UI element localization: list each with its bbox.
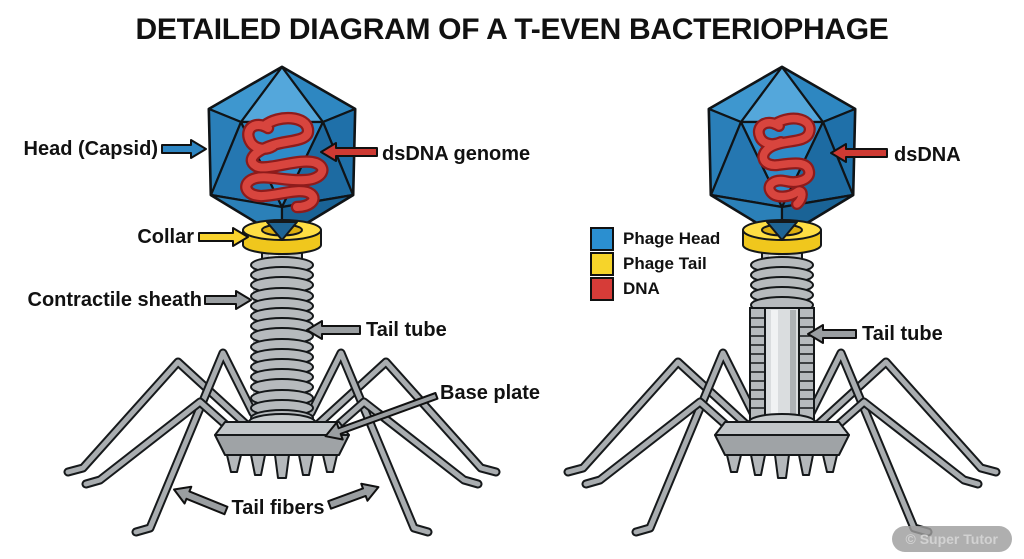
legend-label: Phage Tail bbox=[623, 254, 707, 273]
legend-item-phage-tail: Phage Tail bbox=[590, 252, 720, 276]
tail-tube-arrow-icon-left bbox=[306, 320, 361, 340]
dna-swatch bbox=[590, 277, 614, 301]
label-contractile-sheath: Contractile sheath bbox=[27, 289, 202, 311]
tail-fibers-arrow-icon-right bbox=[327, 482, 380, 510]
collar-arrow-icon bbox=[198, 227, 249, 247]
phage-head-swatch bbox=[590, 227, 614, 251]
label-head-capsid: Head (Capsid) bbox=[23, 138, 158, 160]
dsdna-arrow-icon-right bbox=[830, 143, 888, 163]
right-phage-illustration bbox=[563, 65, 1001, 537]
base-plate-arrow-icon bbox=[324, 392, 439, 441]
tail-fibers-arrow-icon-left bbox=[173, 485, 229, 516]
contractile-sheath-shape bbox=[250, 256, 314, 427]
tail-tube-cutaway-shape bbox=[749, 256, 815, 425]
label-dsdna-genome: dsDNA genome bbox=[382, 143, 531, 165]
label-tail-tube-left: Tail tube bbox=[366, 319, 447, 341]
watermark-badge: © Super Tutor bbox=[891, 526, 1012, 552]
tail-fibers-shape bbox=[63, 348, 501, 537]
legend-label: DNA bbox=[623, 279, 660, 298]
tail-tube-arrow-icon-right bbox=[807, 324, 857, 344]
collar-shape bbox=[742, 219, 822, 255]
legend-item-phage-head: Phage Head bbox=[590, 227, 720, 251]
dsdna-genome-arrow-icon bbox=[320, 142, 378, 162]
legend-label: Phage Head bbox=[623, 229, 721, 248]
label-tail-tube-right: Tail tube bbox=[862, 323, 943, 345]
collar-shape bbox=[242, 219, 322, 255]
dsdna-coil-shape bbox=[752, 112, 816, 210]
head-capsid-arrow-icon bbox=[161, 139, 207, 159]
base-plate-shape bbox=[714, 413, 850, 479]
legend-item-dna: DNA bbox=[590, 277, 720, 301]
label-tail-fibers: Tail fibers bbox=[231, 497, 325, 519]
base-plate-shape bbox=[214, 413, 350, 479]
label-collar: Collar bbox=[137, 226, 194, 248]
page-title: DETAILED DIAGRAM OF A T-EVEN BACTERIOPHA… bbox=[135, 13, 889, 46]
dsdna-coil-shape bbox=[240, 112, 329, 214]
phage-tail-swatch bbox=[590, 252, 614, 276]
label-dsdna-right: dsDNA bbox=[894, 144, 961, 166]
left-phage-illustration bbox=[63, 65, 501, 537]
legend: Phage Head Phage Tail DNA bbox=[590, 227, 720, 302]
label-base-plate: Base plate bbox=[440, 382, 541, 404]
contractile-sheath-arrow-icon bbox=[204, 290, 252, 310]
